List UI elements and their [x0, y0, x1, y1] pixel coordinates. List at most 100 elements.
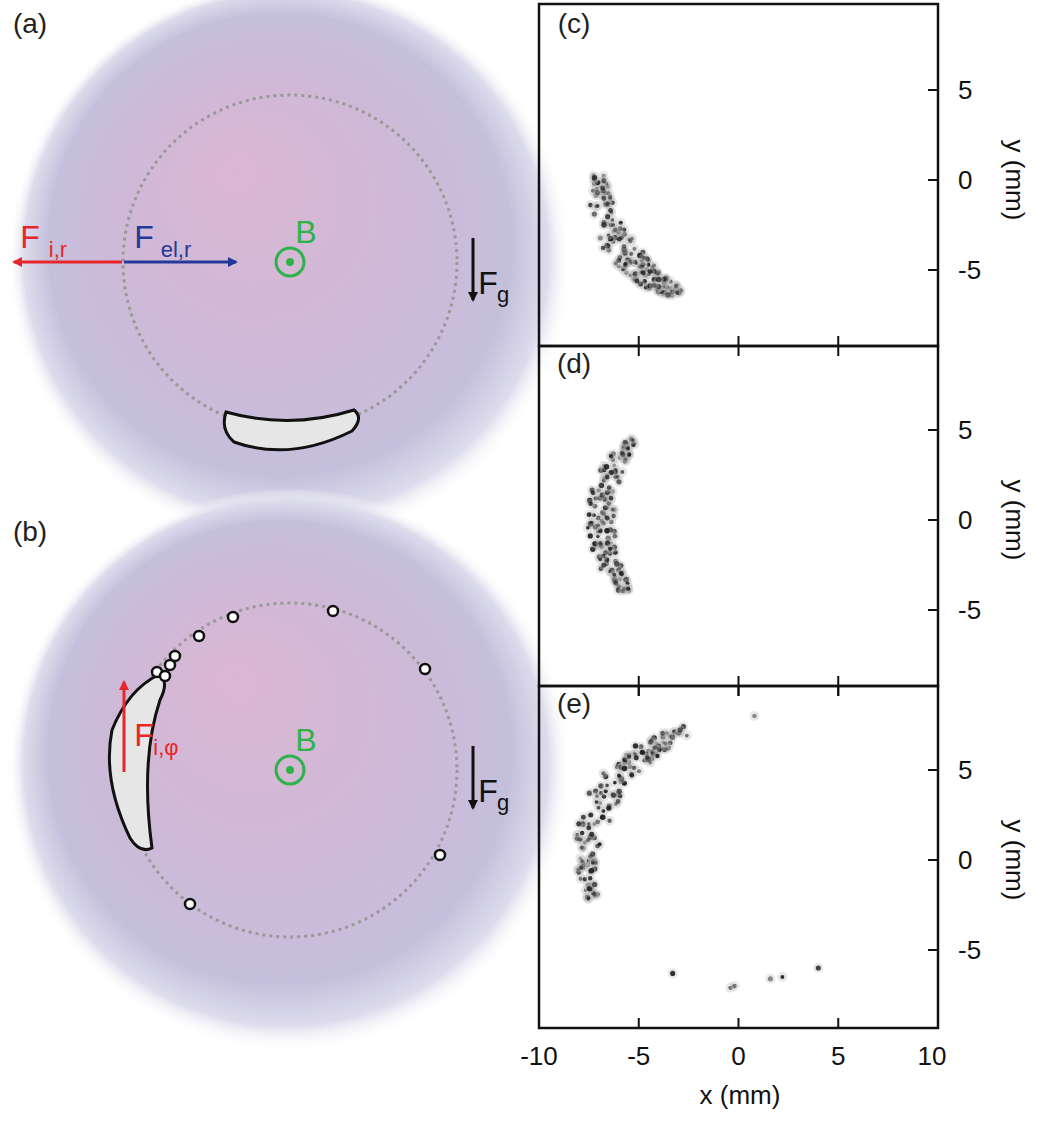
- tick-mark: [538, 686, 540, 696]
- force-symbol: F: [478, 775, 498, 807]
- particle: [604, 464, 610, 470]
- particle: [579, 865, 583, 869]
- tick-label: 10: [918, 1043, 947, 1069]
- particle: [664, 742, 668, 746]
- particle-halo: [606, 451, 616, 461]
- tick-mark: [538, 676, 540, 686]
- tick-mark: [837, 686, 839, 696]
- panel-label: (d): [557, 350, 591, 378]
- particle: [609, 496, 614, 501]
- particle: [626, 587, 630, 591]
- tick-label: 5: [958, 757, 972, 783]
- tick-mark: [738, 686, 740, 696]
- tick-mark: [638, 676, 640, 686]
- particle-halo: [616, 568, 626, 578]
- particle-halo: [584, 510, 594, 520]
- particle: [660, 731, 665, 736]
- particle-halo: [609, 790, 619, 800]
- tick-mark: [738, 676, 740, 686]
- particle: [633, 743, 638, 748]
- axis-title: y (mm): [1002, 820, 1028, 901]
- particle: [648, 269, 653, 274]
- tick-label: 5: [958, 417, 972, 443]
- particle: [598, 541, 602, 545]
- particle: [587, 512, 592, 517]
- particle-halo: [730, 981, 740, 991]
- panel-label: (a): [13, 10, 47, 38]
- particle-halo: [813, 963, 823, 973]
- particle-halo: [619, 241, 629, 251]
- force-subscript: g: [497, 284, 509, 306]
- particle-halo: [588, 858, 598, 868]
- axis-title: y (mm): [1002, 140, 1028, 221]
- tick-label: -5: [958, 597, 981, 623]
- axis-title: y (mm): [1002, 480, 1028, 561]
- particle: [592, 175, 597, 180]
- axis-title: x (mm): [700, 1082, 781, 1108]
- particle-halo: [603, 212, 613, 222]
- tick-mark: [538, 686, 540, 696]
- particle: [632, 247, 636, 251]
- particle-halo: [587, 829, 597, 839]
- tick-label: 0: [958, 167, 972, 193]
- particle-halo: [598, 243, 608, 253]
- particle: [616, 799, 621, 804]
- particle-halo: [777, 972, 787, 982]
- tick-label: -5: [958, 937, 981, 963]
- tick-mark: [738, 686, 740, 696]
- particle: [578, 837, 582, 841]
- particle: [598, 557, 602, 561]
- particle: [626, 446, 630, 450]
- particle-halo: [598, 768, 608, 778]
- tick-mark: [738, 336, 740, 346]
- particle-halo: [602, 472, 612, 482]
- particle: [768, 976, 773, 981]
- particle: [732, 984, 736, 988]
- particle: [665, 292, 671, 298]
- particle-halo: [592, 791, 602, 801]
- tick-mark: [638, 686, 640, 696]
- particle: [592, 882, 597, 887]
- particle-halo: [605, 544, 615, 554]
- force-subscript: i,r: [49, 239, 67, 261]
- particle: [620, 452, 625, 457]
- particle: [614, 561, 619, 566]
- tick-mark: [928, 949, 938, 951]
- particle-halo: [620, 764, 630, 774]
- particle-halo: [601, 462, 611, 472]
- tick-mark: [928, 89, 938, 91]
- particle: [616, 479, 621, 484]
- tick-mark: [928, 519, 938, 521]
- tick-mark: [738, 1018, 740, 1028]
- tick-mark: [928, 269, 938, 271]
- particle: [592, 211, 597, 216]
- tick-mark: [928, 769, 938, 771]
- particle-halo: [657, 728, 667, 738]
- force-symbol: F: [134, 719, 154, 751]
- particle-halo: [589, 173, 599, 183]
- tick-mark: [928, 609, 938, 611]
- tick-mark: [837, 686, 839, 696]
- plasma-schematic-a: [8, 0, 572, 544]
- particle: [599, 483, 604, 488]
- particle: [601, 246, 605, 250]
- particle-halo: [611, 258, 621, 268]
- particle-halo: [602, 526, 612, 536]
- particle: [675, 291, 679, 295]
- field-symbol: B: [295, 724, 316, 756]
- particle: [607, 819, 611, 823]
- particle-halo: [632, 276, 642, 286]
- tick-label: -10: [520, 1043, 558, 1069]
- particle: [622, 244, 627, 249]
- particle: [619, 571, 624, 576]
- tick-mark: [937, 686, 939, 696]
- particle: [595, 190, 600, 195]
- particle: [580, 846, 584, 850]
- particle-halo: [765, 974, 775, 984]
- particle: [601, 563, 606, 568]
- tick-label: -5: [627, 1043, 650, 1069]
- tick-mark: [638, 686, 640, 696]
- particle: [607, 485, 612, 490]
- particle-halo: [602, 513, 612, 523]
